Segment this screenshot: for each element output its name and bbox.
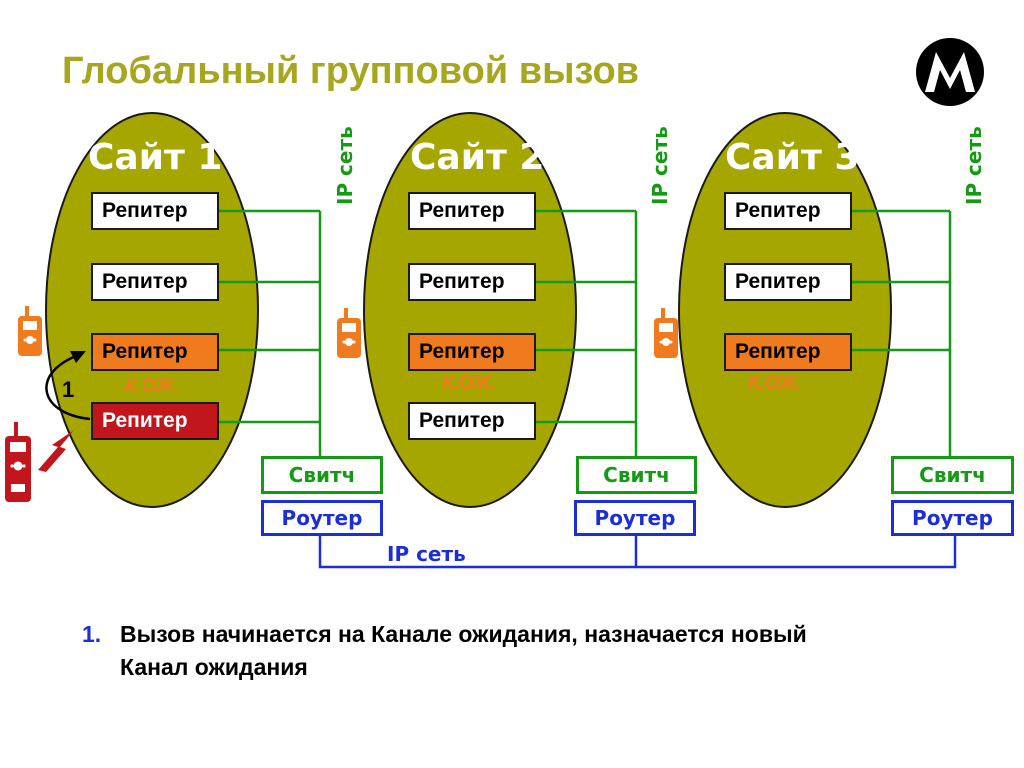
note-number: 1.: [82, 621, 102, 647]
site-label: Сайт 1: [88, 137, 223, 178]
arrow-head-icon: [70, 351, 86, 363]
switch-box[interactable]: Свитч: [576, 456, 697, 494]
motorola-logo: [916, 38, 984, 106]
note-text: Вызов начинается на Канале ожидания, наз…: [120, 621, 807, 647]
backbone-ip-label: IP сеть: [387, 542, 466, 566]
ip-network-label: IP сеть: [333, 126, 357, 205]
radio-icon: [18, 306, 42, 356]
switch-box[interactable]: Свитч: [261, 456, 383, 494]
radio-icon: [337, 308, 361, 358]
site-3-lan: [852, 209, 952, 456]
standby-channel-label: К.ОЖ.: [442, 373, 496, 394]
standby-repeater[interactable]: Репитер: [91, 333, 219, 371]
repeater[interactable]: Репитер: [91, 192, 219, 230]
site-label: Сайт 2: [410, 137, 545, 178]
repeater[interactable]: Репитер: [408, 402, 536, 440]
ip-backbone: [318, 533, 957, 569]
ip-network-label: IP сеть: [962, 126, 986, 205]
router-box[interactable]: Роутер: [574, 500, 696, 536]
note-text-continued: Канал ожидания: [120, 654, 308, 680]
radio-icon: [654, 308, 678, 358]
repeater[interactable]: Репитер: [724, 263, 852, 301]
standby-channel-label: К.ОЖ.: [125, 376, 179, 397]
standby-repeater[interactable]: Репитер: [724, 333, 852, 371]
note-item: 1. Вызов начинается на Канале ожидания, н…: [82, 618, 1002, 651]
site-2-lan: [536, 209, 638, 456]
transmitting-radio-icon: [5, 422, 31, 502]
transition-arrow: [45, 354, 91, 421]
router-box[interactable]: Роутер: [261, 500, 383, 536]
note-list: 1. Вызов начинается на Канале ожидания, н…: [82, 618, 1002, 684]
repeater[interactable]: Репитер: [724, 192, 852, 230]
router-box[interactable]: Роутер: [891, 500, 1014, 536]
standby-repeater[interactable]: Репитер: [408, 333, 536, 371]
switch-box[interactable]: Свитч: [891, 456, 1014, 494]
active-repeater[interactable]: Репитер: [91, 402, 219, 440]
ip-network-label: IP сеть: [648, 126, 672, 205]
site-label: Сайт 3: [725, 137, 860, 178]
site-1-lan: [219, 209, 322, 456]
page-title: Глобальный групповой вызов: [62, 50, 640, 92]
lightning-icon: [38, 430, 74, 472]
repeater[interactable]: Репитер: [408, 192, 536, 230]
repeater[interactable]: Репитер: [91, 263, 219, 301]
step-number: 1: [62, 377, 75, 402]
repeater[interactable]: Репитер: [408, 263, 536, 301]
standby-channel-label: К.ОЖ.: [748, 373, 802, 394]
